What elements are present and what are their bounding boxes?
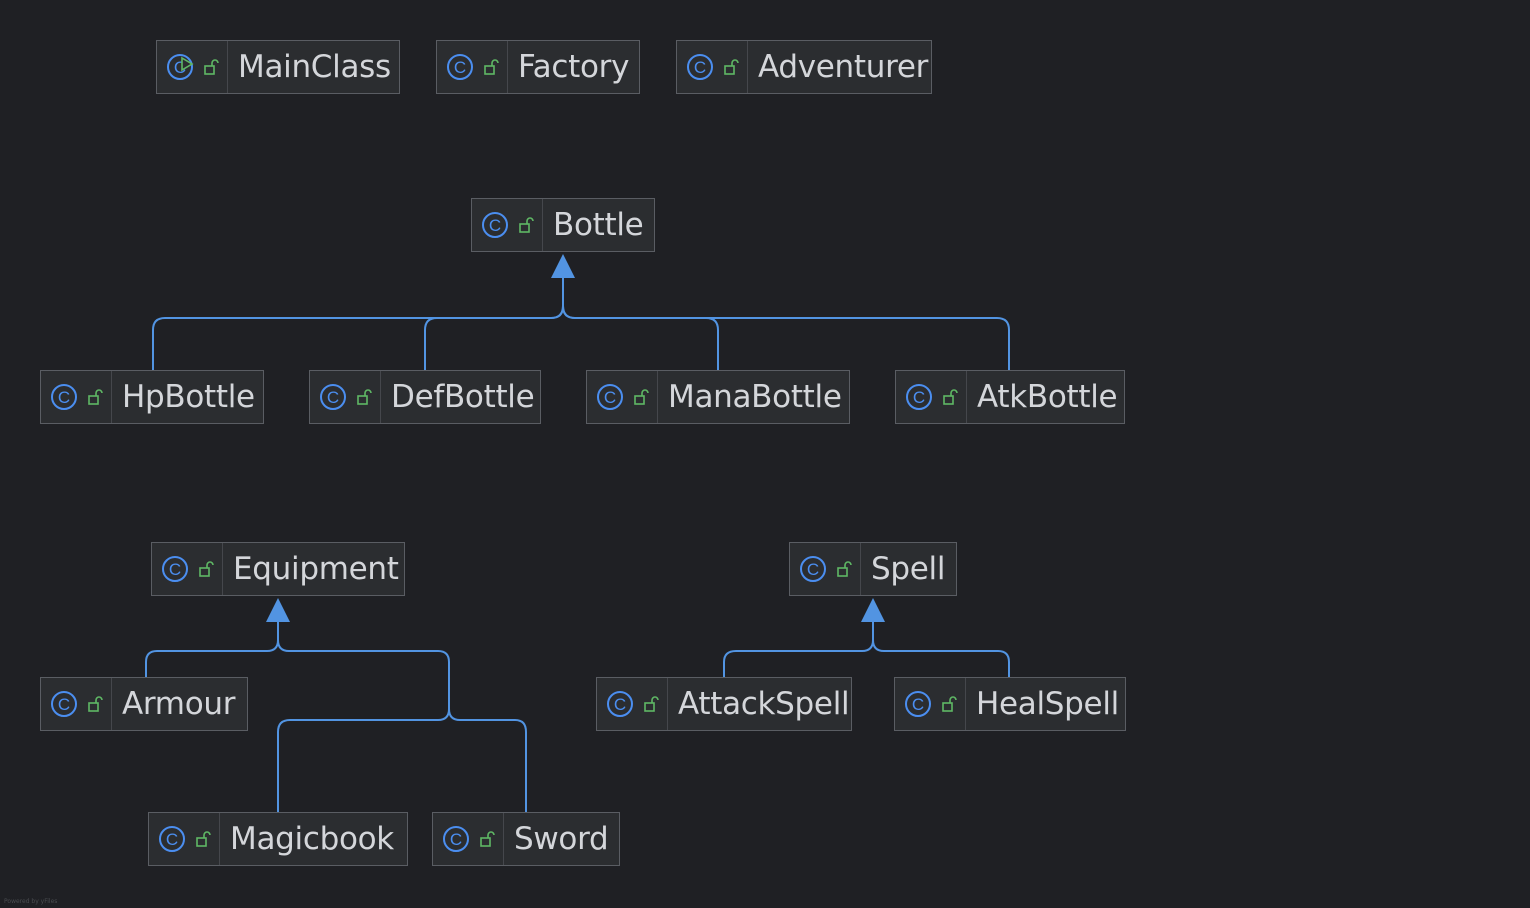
- class-name: Armour: [122, 686, 236, 722]
- class-name: HpBottle: [122, 379, 255, 415]
- class-icon: C: [597, 384, 623, 410]
- svg-text:C: C: [913, 388, 925, 407]
- public-lock-icon: [480, 831, 495, 847]
- public-lock-icon: [634, 389, 649, 405]
- class-icon: C: [447, 54, 473, 80]
- arrowhead-spell: [861, 598, 885, 622]
- public-lock-icon: [88, 696, 103, 712]
- public-lock-icon: [88, 389, 103, 405]
- class-icon: C: [159, 826, 185, 852]
- class-node-factory[interactable]: C Factory: [436, 40, 640, 94]
- class-node-mainclass[interactable]: C MainClass: [156, 40, 400, 94]
- edge-sword-equipment: [448, 708, 527, 812]
- watermark: Powered by yFiles: [4, 898, 58, 905]
- class-icon: C: [906, 384, 932, 410]
- edge-healspell-spell: [872, 639, 1010, 677]
- svg-text:C: C: [807, 560, 819, 579]
- class-node-manabottle[interactable]: C ManaBottle: [586, 370, 850, 424]
- public-lock-icon: [519, 217, 534, 233]
- svg-text:C: C: [604, 388, 616, 407]
- class-icon: C: [905, 691, 931, 717]
- public-lock-icon: [644, 696, 659, 712]
- class-node-armour[interactable]: C Armour: [40, 677, 248, 731]
- class-icon: C: [320, 384, 346, 410]
- public-lock-icon: [724, 59, 739, 75]
- class-node-atkbottle[interactable]: C AtkBottle: [895, 370, 1125, 424]
- edge-atkbottle-bottle: [562, 305, 1010, 370]
- edge-manabottle-bottle: [562, 305, 719, 370]
- class-icon: C: [443, 826, 469, 852]
- class-icon: C: [162, 556, 188, 582]
- class-node-equipment[interactable]: C Equipment: [151, 542, 405, 596]
- class-name: Equipment: [233, 551, 399, 587]
- class-name: MainClass: [238, 49, 391, 85]
- class-name: Magicbook: [230, 821, 394, 857]
- class-name: Adventurer: [758, 49, 929, 85]
- public-lock-icon: [837, 561, 852, 577]
- arrowhead-bottle: [551, 254, 575, 278]
- class-name: AtkBottle: [977, 379, 1118, 415]
- edge-magicbook-equipment: [277, 639, 450, 812]
- public-lock-icon: [199, 561, 214, 577]
- class-node-bottle[interactable]: C Bottle: [471, 198, 655, 252]
- class-name: AttackSpell: [678, 686, 850, 722]
- edge-defbottle-bottle: [424, 305, 564, 370]
- class-icon: C: [800, 556, 826, 582]
- edge-armour-equipment: [145, 620, 279, 677]
- class-node-attackspell[interactable]: C AttackSpell: [596, 677, 852, 731]
- svg-text:C: C: [169, 560, 181, 579]
- svg-text:C: C: [694, 58, 706, 77]
- svg-text:C: C: [327, 388, 339, 407]
- public-lock-icon: [484, 59, 499, 75]
- public-lock-icon: [942, 696, 957, 712]
- class-node-spell[interactable]: C Spell: [789, 542, 957, 596]
- class-node-sword[interactable]: C Sword: [432, 812, 620, 866]
- public-lock-icon: [943, 389, 958, 405]
- class-icon: C: [687, 54, 713, 80]
- svg-text:C: C: [614, 695, 626, 714]
- class-name: DefBottle: [391, 379, 535, 415]
- svg-text:C: C: [58, 695, 70, 714]
- public-lock-icon: [357, 389, 372, 405]
- svg-text:C: C: [454, 58, 466, 77]
- public-lock-icon: [196, 831, 211, 847]
- class-node-hpbottle[interactable]: C HpBottle: [40, 370, 264, 424]
- class-icon: C: [482, 212, 508, 238]
- svg-text:C: C: [912, 695, 924, 714]
- class-icon: C: [607, 691, 633, 717]
- class-icon: C: [51, 384, 77, 410]
- edge-attackspell-spell: [723, 620, 874, 677]
- class-node-adventurer[interactable]: C Adventurer: [676, 40, 932, 94]
- svg-text:C: C: [489, 216, 501, 235]
- public-lock-icon: [204, 59, 219, 75]
- class-node-healspell[interactable]: C HealSpell: [894, 677, 1126, 731]
- class-node-magicbook[interactable]: C Magicbook: [148, 812, 408, 866]
- class-icon: C: [167, 54, 194, 80]
- edge-hpbottle-bottle: [152, 276, 564, 370]
- svg-text:C: C: [58, 388, 70, 407]
- class-icon: C: [51, 691, 77, 717]
- class-name: Bottle: [553, 207, 644, 243]
- class-name: Sword: [514, 821, 609, 857]
- class-node-defbottle[interactable]: C DefBottle: [309, 370, 541, 424]
- class-name: ManaBottle: [668, 379, 842, 415]
- run-icon: [181, 56, 194, 72]
- class-name: Spell: [871, 551, 946, 587]
- svg-text:C: C: [166, 830, 178, 849]
- svg-text:C: C: [450, 830, 462, 849]
- class-name: HealSpell: [976, 686, 1119, 722]
- arrowhead-equipment: [266, 598, 290, 622]
- class-name: Factory: [518, 49, 630, 85]
